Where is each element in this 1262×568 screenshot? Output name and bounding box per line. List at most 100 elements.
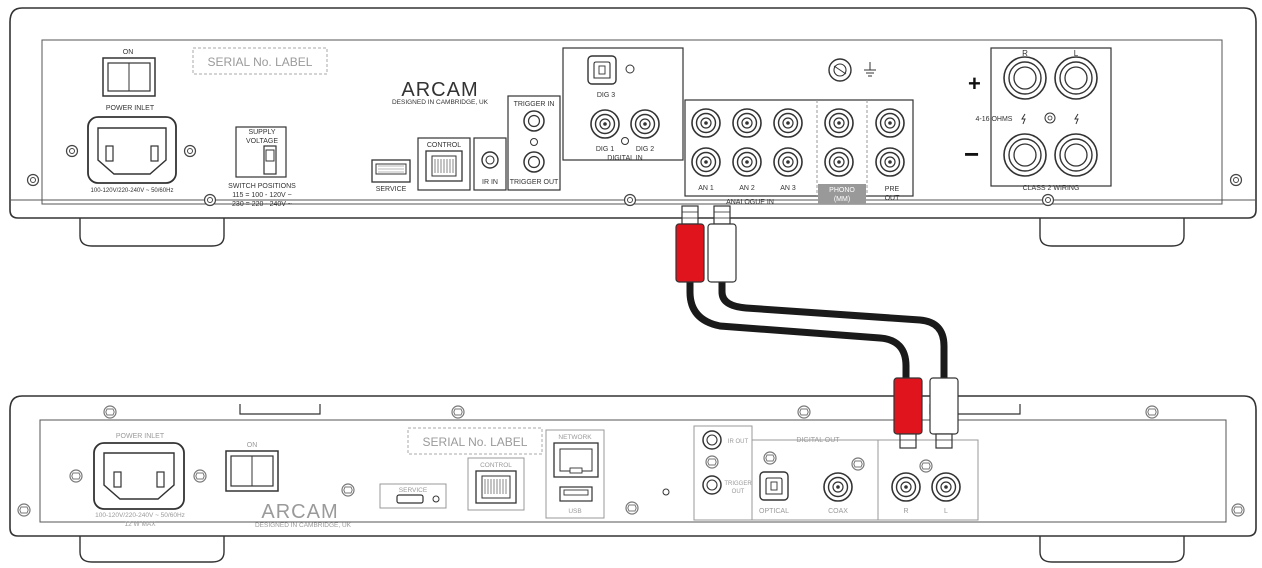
white-plug-bottom[interactable] [929, 377, 959, 449]
streamer-service-label: SERVICE [399, 487, 428, 494]
an1-right-socket[interactable] [691, 108, 721, 138]
streamer-left-out-socket[interactable] [931, 472, 961, 502]
amplifier-unit: ON POWER INLET SERIAL No. LABEL 100-120V… [9, 7, 1257, 247]
screw-icon [797, 405, 811, 419]
red-plug-top[interactable] [675, 205, 705, 283]
dig1-coax-socket[interactable] [590, 109, 620, 139]
screw-icon [1229, 173, 1243, 187]
ir-in-label: IR IN [482, 179, 498, 186]
screw-icon [193, 469, 207, 483]
dig2-coax-socket[interactable] [630, 109, 660, 139]
phono-label-2: (MM) [834, 196, 850, 203]
minus-label: − [964, 139, 979, 169]
screw-icon [103, 405, 117, 419]
supply-voltage-label-1: SUPPLY [248, 129, 275, 136]
power-switch-on-label: ON [123, 49, 134, 56]
an3-right-socket[interactable] [773, 108, 803, 138]
amplifier-brand-logo: ARCAM [401, 79, 478, 101]
streamer-optical-label: OPTICAL [759, 508, 789, 515]
red-plug-bottom[interactable] [893, 377, 923, 449]
amplifier-brand-subtitle: DESIGNED IN CAMBRIDGE, UK [392, 99, 489, 106]
screw-icon [919, 459, 933, 473]
speaker-l-label: L [1074, 49, 1079, 58]
speaker-r-plus-terminal[interactable] [1003, 56, 1047, 100]
screw-icon [69, 469, 83, 483]
streamer-brand-subtitle: DESIGNED IN CAMBRIDGE, UK [255, 522, 352, 529]
phono-label-badge [818, 184, 866, 204]
an2-left-socket[interactable] [732, 147, 762, 177]
streamer-network-label: NETWORK [558, 434, 592, 441]
an2-right-socket[interactable] [732, 108, 762, 138]
cable-wire-red [686, 278, 910, 384]
class2-wiring-label: CLASS 2 WIRING [1023, 185, 1080, 192]
amplifier-foot-left [79, 215, 225, 247]
screw-icon [763, 451, 777, 465]
streamer-on-label: ON [247, 442, 258, 449]
phono-label-1: PHONO [829, 187, 855, 194]
an1-left-socket[interactable] [691, 147, 721, 177]
screw-icon [1145, 405, 1159, 419]
streamer-service-port[interactable] [396, 494, 424, 504]
trigger-in-label: TRIGGER IN [514, 101, 555, 108]
streamer-r-label: R [903, 508, 908, 515]
screw-icon [1041, 193, 1055, 207]
pre-out-right-socket[interactable] [875, 108, 905, 138]
screw-icon [705, 455, 719, 469]
phono-right-socket[interactable] [824, 108, 854, 138]
power-rating-text: 100-120V/220-240V ~ 50/60Hz [91, 188, 174, 194]
pre-out-left-socket[interactable] [875, 147, 905, 177]
ground-icon [864, 62, 876, 77]
an1-label: AN 1 [698, 185, 714, 192]
streamer-chassis [9, 395, 1257, 537]
amplifier-chassis [9, 7, 1257, 219]
cable-wire-white [718, 278, 948, 384]
streamer-foot-right [1039, 534, 1185, 563]
control-label: CONTROL [427, 142, 461, 149]
screw-icon [625, 501, 639, 515]
streamer-l-label: L [944, 508, 948, 515]
trigger-out-label: TRIGGER OUT [510, 179, 559, 186]
pre-out-label-2: OUT [885, 195, 901, 202]
speaker-r-minus-terminal[interactable] [1003, 133, 1047, 177]
service-label: SERVICE [376, 186, 407, 193]
an3-left-socket[interactable] [773, 147, 803, 177]
streamer-coax-socket[interactable] [823, 472, 853, 502]
streamer-digital-out-label: DIGITAL OUT [796, 437, 840, 444]
an3-label: AN 3 [780, 185, 796, 192]
streamer-usb-label: USB [568, 508, 581, 515]
dig1-label: DIG 1 [596, 146, 614, 153]
streamer-unit: POWER INLET 100-120V/220-240V ~ 50/60Hz … [9, 395, 1257, 563]
screw-icon [26, 173, 40, 187]
phono-left-socket[interactable] [824, 147, 854, 177]
streamer-ir-out-label: IR OUT [728, 439, 749, 445]
streamer-power-rating: 100-120V/220-240V ~ 50/60Hz [95, 512, 185, 519]
analogue-in-label: ANALOGUE IN [726, 199, 774, 206]
streamer-trigger-out-label-2: OUT [732, 489, 745, 495]
dig2-label: DIG 2 [636, 146, 654, 153]
supply-voltage-label-2: VOLTAGE [246, 138, 278, 145]
serial-label-text: SERIAL No. LABEL [208, 55, 313, 69]
speaker-l-minus-terminal[interactable] [1054, 133, 1098, 177]
streamer-serial-label-box [407, 427, 543, 455]
streamer-coax-label: COAX [828, 508, 848, 515]
pre-out-label-1: PRE [885, 186, 900, 193]
speaker-r-label: R [1022, 49, 1028, 58]
speaker-l-plus-terminal[interactable] [1054, 56, 1098, 100]
digital-in-label: DIGITAL IN [607, 155, 642, 162]
dig3-label: DIG 3 [597, 92, 615, 99]
screw-icon [1231, 503, 1245, 517]
power-inlet-label: POWER INLET [106, 105, 155, 112]
white-plug-top[interactable] [707, 205, 737, 283]
streamer-right-out-socket[interactable] [891, 472, 921, 502]
screw-icon [451, 405, 465, 419]
screw-icon [341, 483, 355, 497]
streamer-control-label: CONTROL [480, 462, 512, 469]
switch-positions-115: 115 = 100 - 120V ~ [232, 192, 291, 199]
screw-icon [851, 457, 865, 471]
streamer-foot-left [79, 534, 225, 563]
streamer-max-power: 12 W MAX [124, 521, 156, 528]
switch-positions-title: SWITCH POSITIONS [228, 183, 296, 190]
streamer-brand-logo: ARCAM [261, 501, 338, 523]
